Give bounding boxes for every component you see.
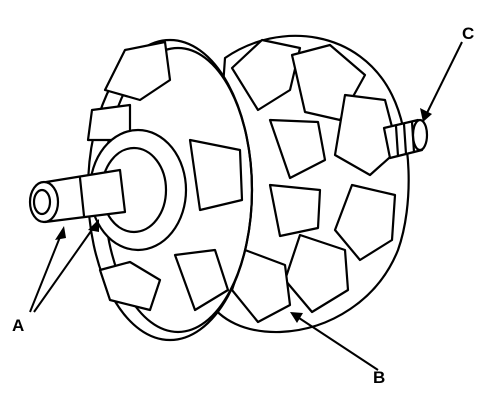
arrowhead-c [420,108,432,122]
claw-finger [333,183,397,262]
claw-finger [283,233,350,314]
leader-a1 [29,231,63,313]
callout-label-a: A [12,316,25,335]
front-claw-tab [103,40,172,102]
claw-finger [333,93,400,177]
shaft-step [78,176,86,218]
leader-a2 [33,223,97,313]
front-claw-tab [173,248,230,312]
front-claw-tab [188,138,244,212]
leader-c [424,41,463,118]
arrowhead-a1 [55,226,66,240]
callout-label-b: B [373,368,386,387]
callout-label-c: C [462,24,475,43]
rear-shaft-thread [394,120,416,158]
front-claw-tab [98,260,162,312]
finger-groove [268,118,327,180]
leader-b [295,315,379,371]
shaft-end-face [32,188,52,216]
finger-groove [268,183,322,238]
rear-shaft-end [411,118,429,152]
arrowhead-b [290,312,303,323]
arrowhead-a2 [88,219,99,232]
